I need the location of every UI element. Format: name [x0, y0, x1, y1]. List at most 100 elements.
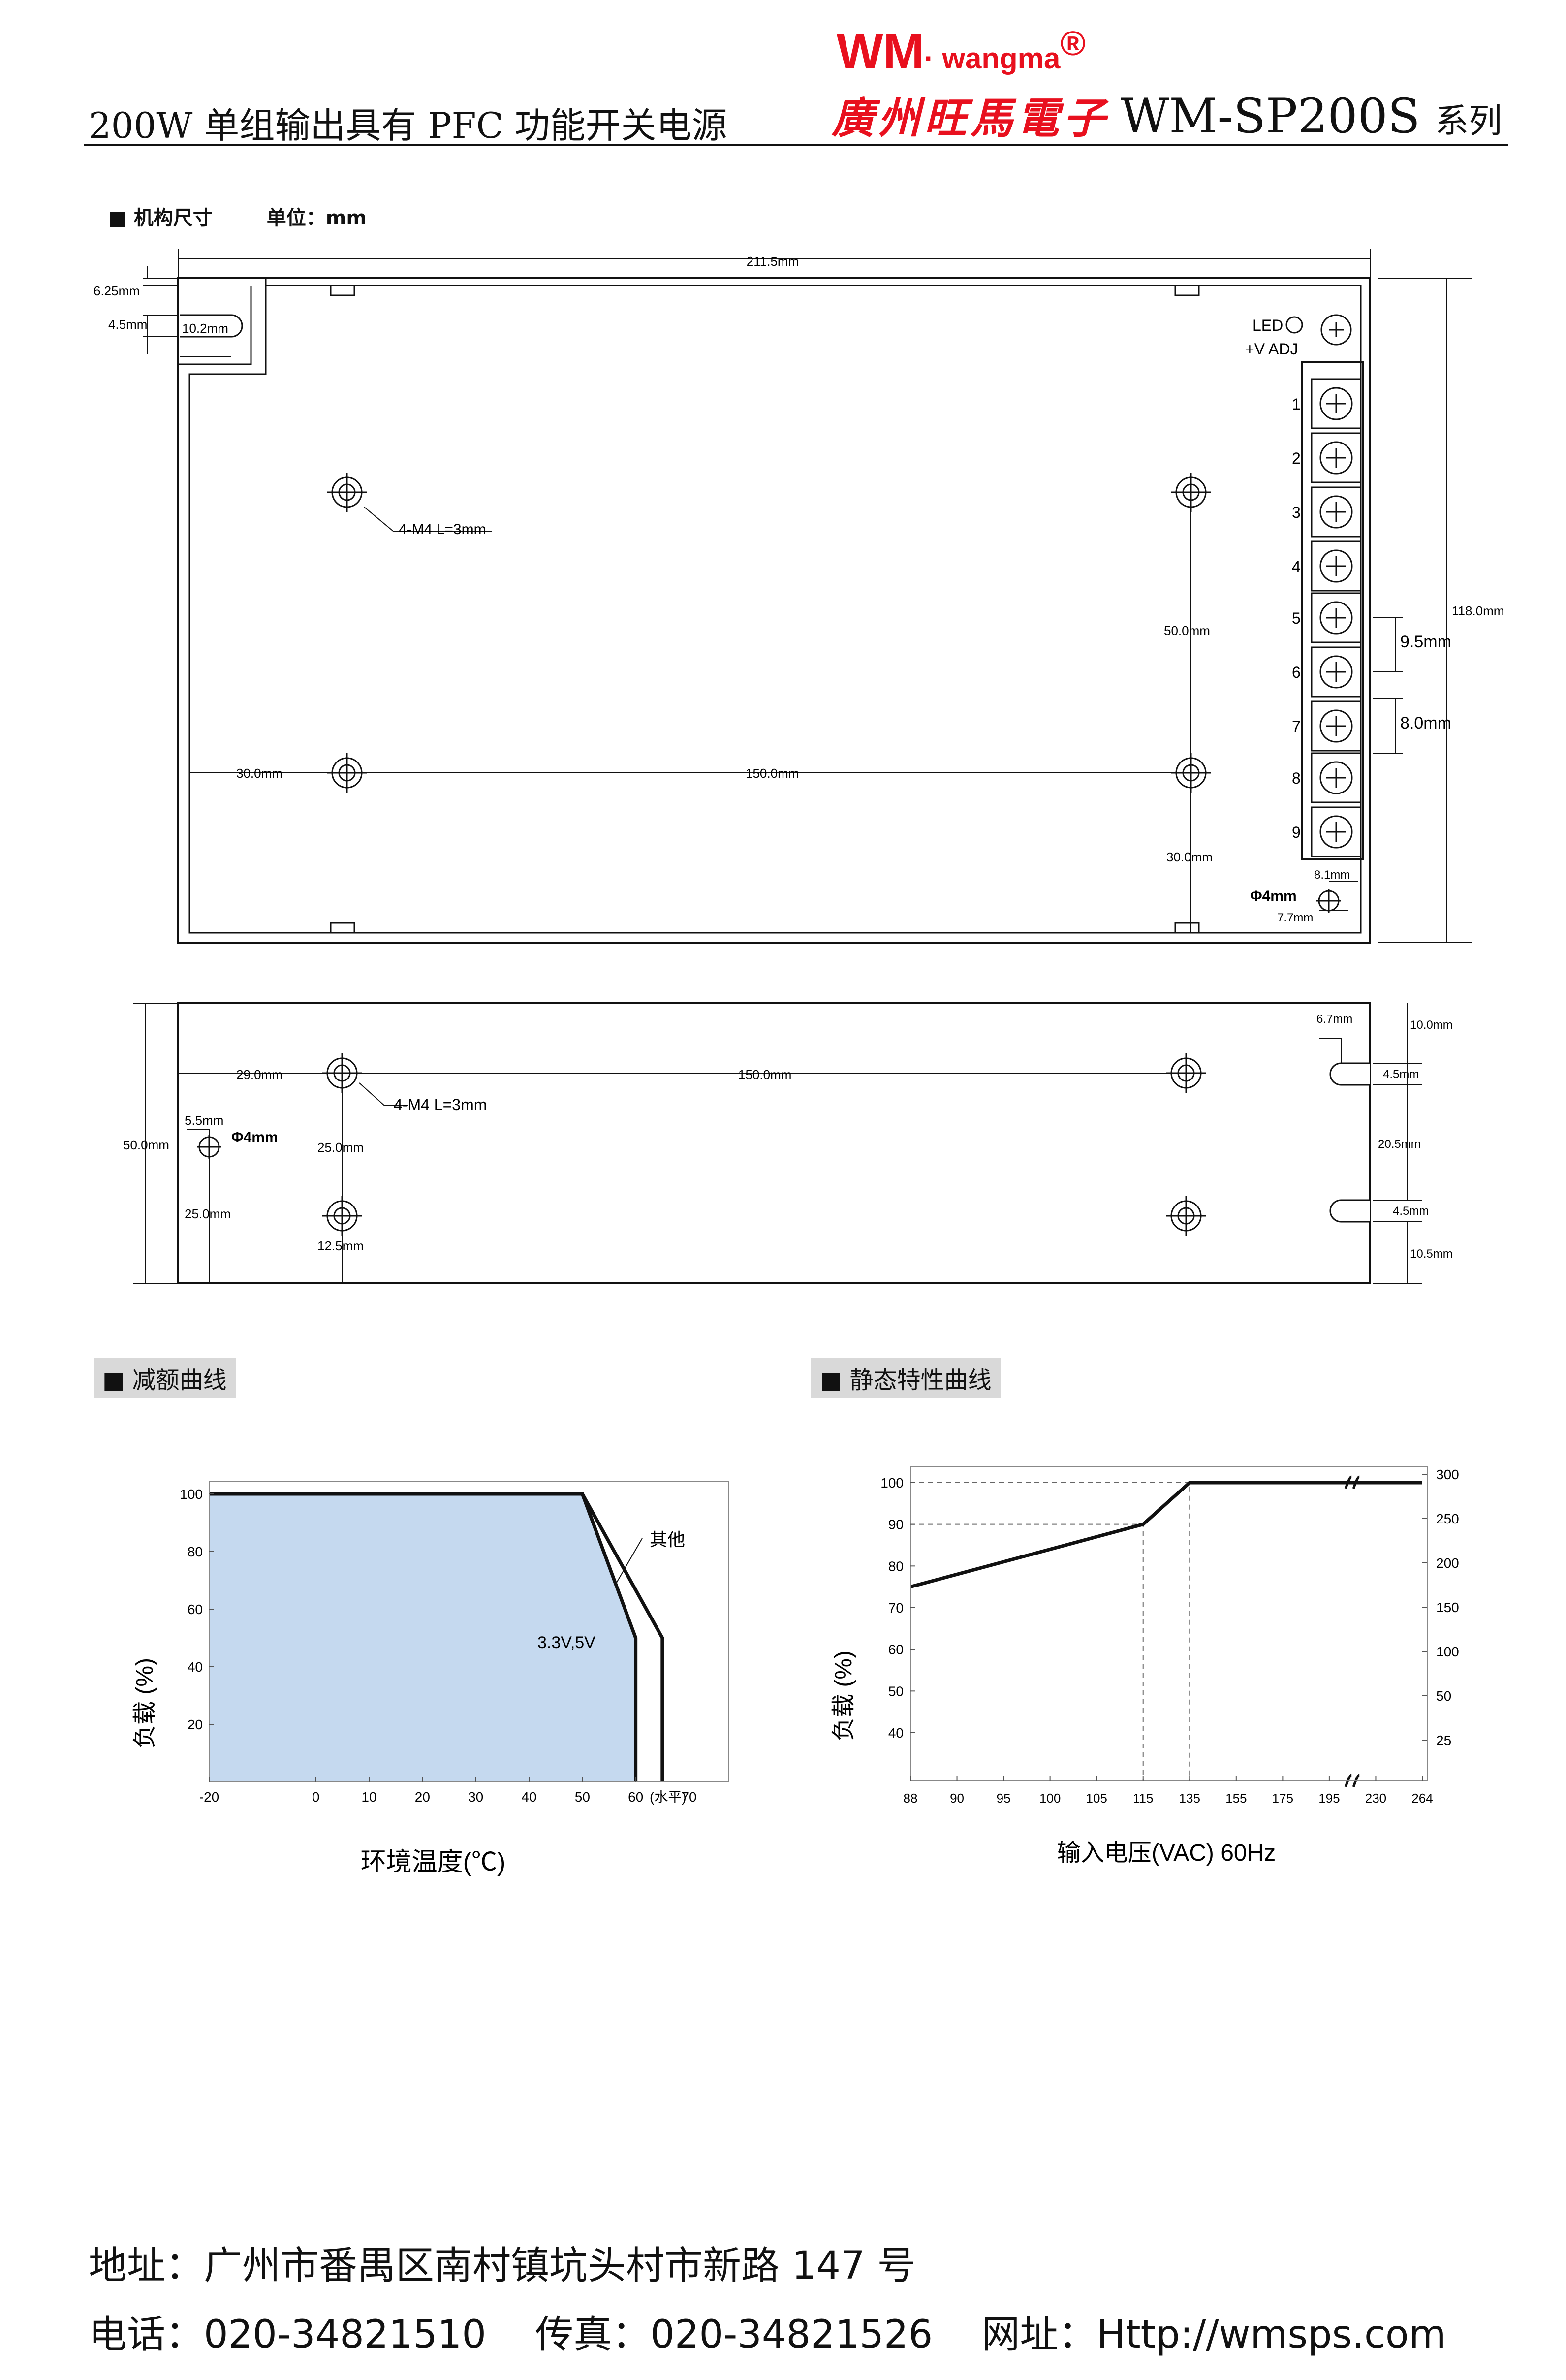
static-tag-text: 静态特性曲线 [849, 1366, 992, 1394]
document-title: 200W 单组输出具有 PFC 功能开关电源 [89, 105, 727, 146]
derating-xtick-label: 70 [681, 1789, 696, 1805]
model-number: WM-SP200S [1120, 89, 1420, 144]
static-ytick-label: 50 [888, 1683, 904, 1699]
derating-ytick-label: 100 [180, 1487, 203, 1502]
side-screw-note: 4-M4 L=3mm [394, 1096, 487, 1113]
dim-height: 118.0mm [1452, 603, 1504, 618]
static-xtick-label: 155 [1225, 1791, 1247, 1806]
dim-width: 211.5mm [747, 254, 799, 269]
derating-xtick-label: 50 [575, 1789, 590, 1805]
terminal-num-5: 5 [1292, 609, 1301, 627]
derating-ytick-label: 20 [188, 1717, 203, 1732]
static-y2tick-label: 25 [1436, 1733, 1451, 1748]
dim-30a: 30.0mm [236, 766, 282, 781]
dim-102: 10.2mm [182, 321, 228, 336]
led-indicator [1285, 316, 1303, 334]
static-ytick-label: 40 [888, 1725, 904, 1741]
footer-contact: 电话：020-34821510 传真：020-34821526 网址：Http:… [89, 2313, 1446, 2357]
terminal-screws [1311, 378, 1362, 857]
static-reference-layer [910, 1482, 1190, 1781]
derating-label-33: 3.3V,5V [537, 1633, 595, 1652]
static-ylabel: 负载 (%) [831, 1650, 857, 1741]
static-y2tick-label: 200 [1436, 1555, 1459, 1571]
derating-callout-other [615, 1538, 643, 1586]
derating-x-note: (水平) [650, 1789, 687, 1805]
dim-77: 7.7mm [1277, 911, 1313, 924]
terminal-num-3: 3 [1292, 504, 1301, 521]
static-xtick-label: 88 [904, 1791, 918, 1806]
terminal-num-7: 7 [1292, 718, 1301, 735]
screw-note-top: 4-M4 L=3mm [399, 521, 486, 538]
side-hole-label: Φ4mm [231, 1129, 278, 1145]
static-series-layer [910, 1475, 1422, 1787]
derating-xtick-label: 10 [361, 1789, 376, 1805]
static-y2tick-label: 150 [1436, 1600, 1459, 1615]
side-dim-67: 6.7mm [1316, 1013, 1352, 1026]
side-dim-100: 10.0mm [1410, 1018, 1453, 1032]
derating-axes-layer [209, 1481, 729, 1782]
static-ref-line-1 [910, 1523, 1144, 1781]
derating-ytick-label: 80 [188, 1544, 203, 1559]
static-break-mark-1 [1344, 1475, 1360, 1489]
static-y2tick-label: 100 [1436, 1644, 1459, 1659]
static-ytick-label: 60 [888, 1642, 904, 1657]
static-xtick-label: 230 [1365, 1791, 1386, 1806]
terminal-num-6: 6 [1292, 664, 1301, 681]
derating-xtick-label: 20 [415, 1789, 430, 1805]
adj-label: +V ADJ [1245, 340, 1298, 358]
side-dim-105: 10.5mm [1410, 1247, 1453, 1261]
side-dim-125: 12.5mm [317, 1238, 364, 1253]
adj-pot [1320, 314, 1352, 346]
static-frame [910, 1466, 1428, 1781]
side-dim-150: 150.0mm [738, 1067, 791, 1082]
derating-tag-text: 减额曲线 [132, 1366, 227, 1394]
mech-heading: ■ 机构尺寸单位：mm [108, 207, 367, 229]
derating-ylabel: 负载 (%) [132, 1658, 158, 1748]
derating-series-layer [209, 1492, 664, 1782]
static-y2tick-label: 250 [1436, 1511, 1459, 1526]
side-dim-25b: 25.0mm [185, 1206, 231, 1221]
static-xtick-label: 100 [1039, 1791, 1061, 1806]
derating-fill-layer [209, 1494, 636, 1782]
side-dim-205: 20.5mm [1378, 1138, 1421, 1151]
static-xtick-label: 135 [1179, 1791, 1200, 1806]
static-y2tick-label: 300 [1436, 1467, 1459, 1482]
terminal-num-4: 4 [1292, 558, 1301, 575]
static-y2tick-label: 50 [1436, 1688, 1451, 1704]
static-xtick-label: 115 [1133, 1791, 1153, 1806]
brand-chinese: 廣州旺馬電子 [832, 94, 1109, 143]
side-dim-45b: 4.5mm [1393, 1205, 1429, 1218]
static-xtick-label: 195 [1318, 1791, 1340, 1806]
side-outer-frame [177, 1002, 1371, 1284]
terminal-num-1: 1 [1292, 395, 1301, 413]
side-dim-height: 50.0mm [123, 1138, 169, 1152]
terminal-num-8: 8 [1292, 769, 1301, 787]
dim-625: 6.25mm [94, 284, 140, 298]
derating-label-other: 其他 [650, 1529, 685, 1550]
model-suffix: 系列 [1435, 102, 1502, 141]
terminal-num-9: 9 [1292, 824, 1301, 841]
static-series-line [910, 1481, 1422, 1589]
static-ytick-label: 70 [888, 1600, 904, 1616]
mech-heading-text: 机构尺寸 [133, 207, 213, 229]
dim-45: 4.5mm [108, 317, 147, 332]
derating-xtick-label: 60 [628, 1789, 643, 1805]
footer-address: 地址：广州市番禺区南村镇坑头村市新路 147 号 [89, 2244, 916, 2288]
dim-81: 8.1mm [1314, 868, 1350, 882]
brand-reg: ® [1060, 24, 1086, 63]
static-ytick-label: 80 [888, 1558, 904, 1574]
static-ref-line-2 [910, 1482, 1190, 1781]
model-name: WM-SP200S 系列 [1121, 89, 1502, 144]
dim-150: 150.0mm [746, 766, 799, 781]
static-xtick-label: 90 [950, 1791, 964, 1806]
derating-xtick-label: 40 [521, 1789, 536, 1805]
derating-xtick-label: 30 [468, 1789, 483, 1805]
static-xtick-label: 175 [1272, 1791, 1293, 1806]
side-dim-29: 29.0mm [236, 1067, 282, 1082]
side-dim-45a: 4.5mm [1383, 1068, 1419, 1081]
static-axes-layer [910, 1466, 1428, 1781]
